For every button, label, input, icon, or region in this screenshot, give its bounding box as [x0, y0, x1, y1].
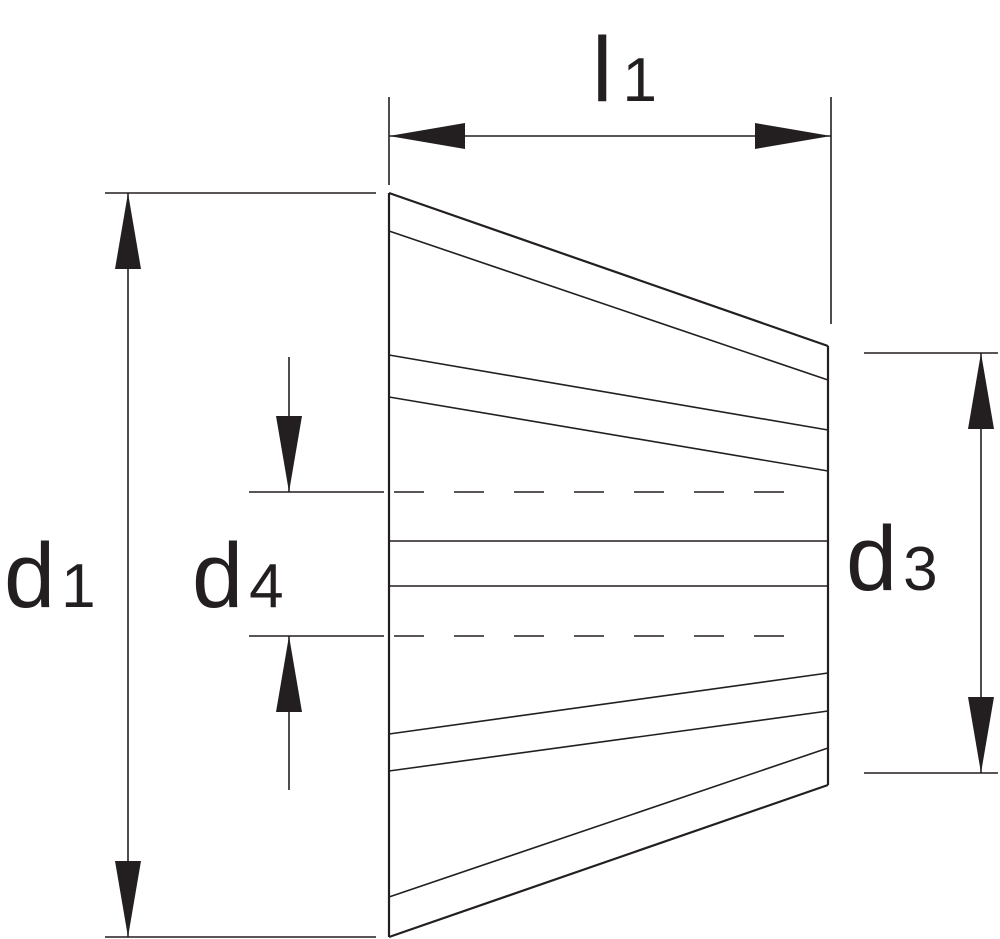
dimension-d1: d1: [4, 192, 376, 938]
d3-arrow-bottom: [968, 697, 994, 773]
d1-subscript: 1: [61, 552, 95, 621]
collet-body: [387, 191, 830, 939]
collet-top-taper: [388, 191, 829, 348]
d4-label: d4: [192, 525, 284, 627]
slot-line-2: [388, 354, 829, 431]
l1-arrow-right: [755, 123, 831, 149]
collet-bottom-taper: [388, 783, 829, 939]
d3-subscript: 3: [903, 535, 937, 604]
d1-symbol: d: [4, 525, 55, 627]
slot-line-6: [388, 672, 829, 735]
bore-hidden-lines: [394, 491, 810, 637]
d4-symbol: d: [192, 525, 243, 627]
collet-slots: [388, 230, 829, 898]
slot-line-7: [388, 710, 829, 772]
d4-subscript: 4: [249, 552, 283, 621]
slot-line-8: [388, 747, 829, 898]
dimension-d3: d3: [846, 352, 998, 774]
l1-arrow-left: [389, 123, 465, 149]
d1-label: d1: [4, 525, 96, 627]
d3-symbol: d: [846, 508, 897, 610]
d3-label: d3: [846, 508, 938, 610]
d1-arrow-bottom: [115, 861, 141, 937]
d4-arrow-top: [276, 416, 302, 492]
d3-arrow-top: [968, 353, 994, 429]
slot-line-3: [388, 396, 829, 472]
l1-subscript: 1: [622, 46, 656, 115]
l1-symbol: l: [592, 19, 612, 121]
slot-line-1: [388, 230, 829, 381]
d4-arrow-bottom: [276, 636, 302, 712]
d1-arrow-top: [115, 193, 141, 269]
dimension-d4: d4: [192, 357, 384, 790]
